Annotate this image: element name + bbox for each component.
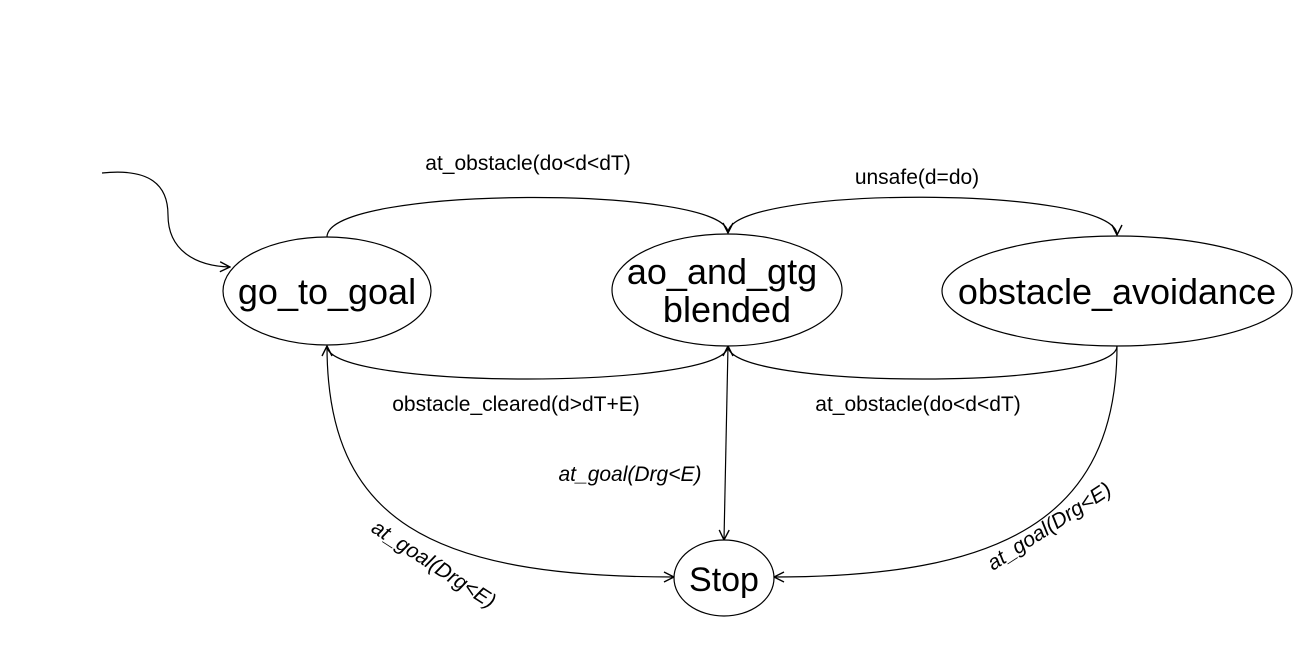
node-obstacle-avoidance: obstacle_avoidance — [941, 235, 1293, 347]
node-ao-and-gtg-blended: ao_and_gtg blended — [611, 233, 843, 347]
node-go-to-goal-label: go_to_goal — [238, 271, 416, 312]
node-stop: Stop — [673, 539, 775, 617]
label-gtg-to-stop: at_goal(Drg<E) — [367, 516, 499, 613]
edge-blended-to-gtg — [327, 346, 729, 380]
edge-gtg-to-stop — [326, 345, 674, 577]
label-gtg-to-blended: at_obstacle(do<d<dT) — [425, 152, 630, 175]
label-blended-to-ao: unsafe(d=do) — [855, 166, 979, 189]
node-ao-and-gtg-label-line1: ao_and_gtg — [627, 251, 817, 292]
label-ao-to-blended: at_obstacle(do<d<dT) — [815, 393, 1020, 416]
label-ao-to-stop: at_goal(Drg<E) — [983, 478, 1115, 575]
edge-ao-to-stop — [774, 345, 1118, 577]
label-blended-to-gtg: obstacle_cleared(d>dT+E) — [392, 393, 639, 416]
initial-arrow — [101, 171, 230, 267]
label-blended-to-stop: at_goal(Drg<E) — [559, 463, 702, 486]
edge-blended-to-stop — [724, 345, 728, 540]
edge-ao-to-blended — [728, 346, 1118, 380]
node-obstacle-avoidance-label: obstacle_avoidance — [958, 271, 1276, 312]
edge-blended-to-ao — [727, 196, 1117, 235]
node-stop-label: Stop — [689, 561, 759, 599]
node-ao-and-gtg-label-line2: blended — [663, 289, 791, 330]
node-go-to-goal: go_to_goal — [222, 236, 432, 346]
edge-gtg-to-blended — [326, 196, 728, 238]
